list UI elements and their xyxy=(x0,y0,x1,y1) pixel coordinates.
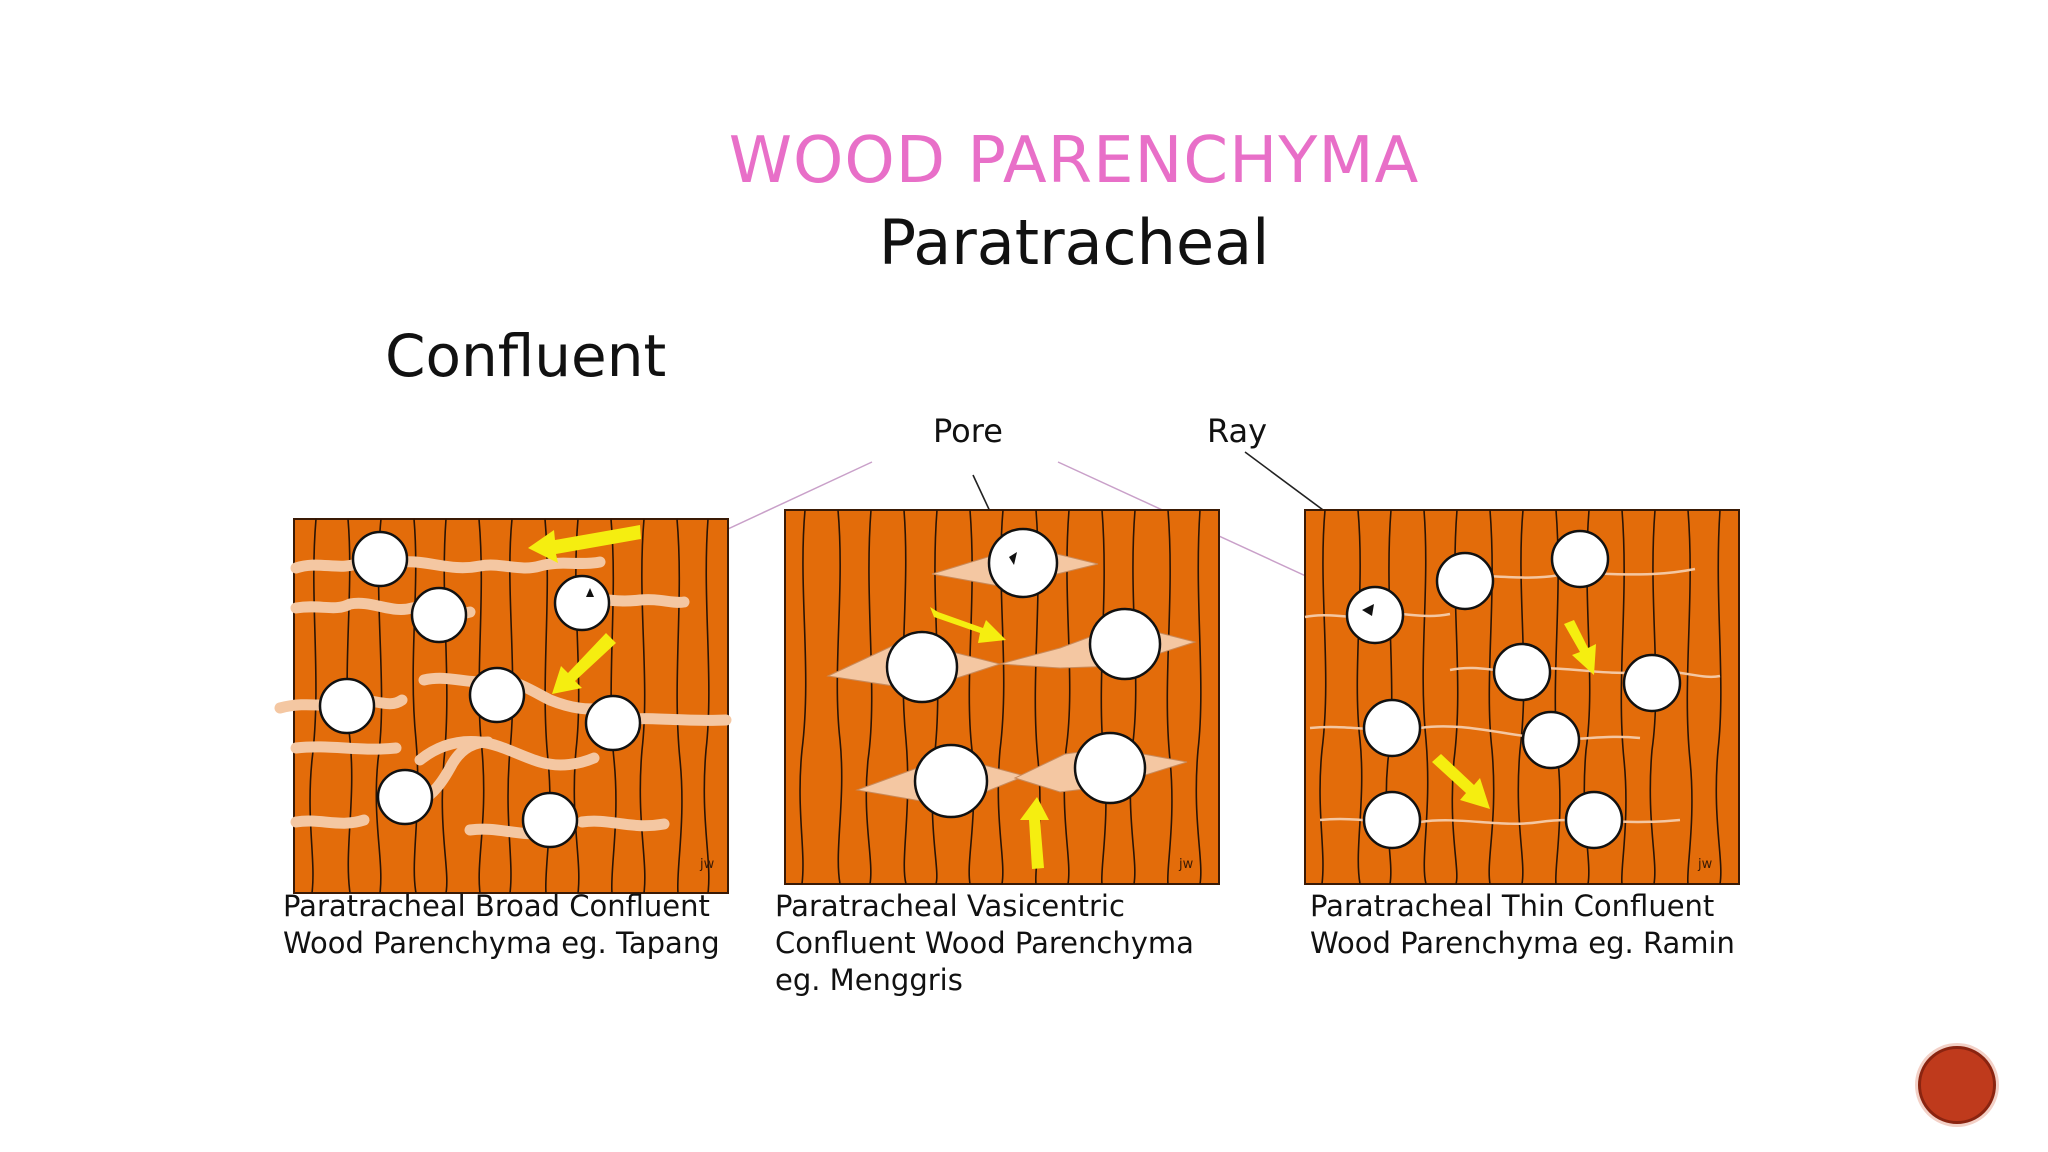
caption-line: Paratracheal Broad Confluent xyxy=(283,888,720,925)
signature-mark: jw xyxy=(1697,857,1713,872)
caption-line: Wood Parenchyma eg. Tapang xyxy=(283,925,720,962)
signature-mark: jw xyxy=(699,857,715,872)
panel-thin-confluent: jw xyxy=(1305,510,1739,884)
slide-nav-button[interactable] xyxy=(1918,1046,1996,1124)
caption-broad-confluent: Paratracheal Broad Confluent Wood Parenc… xyxy=(283,888,720,962)
caption-line: Confluent Wood Parenchyma xyxy=(775,925,1194,962)
panel-broad-confluent: jw xyxy=(280,519,728,893)
caption-line: Wood Parenchyma eg. Ramin xyxy=(1310,925,1735,962)
caption-thin-confluent: Paratracheal Thin Confluent Wood Parench… xyxy=(1310,888,1735,962)
caption-vasicentric-confluent: Paratracheal Vasicentric Confluent Wood … xyxy=(775,888,1194,999)
caption-line: eg. Menggris xyxy=(775,962,1194,999)
signature-mark: jw xyxy=(1178,857,1194,872)
caption-line: Paratracheal Vasicentric xyxy=(775,888,1194,925)
panel-vasicentric-confluent: jw xyxy=(785,510,1219,884)
caption-line: Paratracheal Thin Confluent xyxy=(1310,888,1735,925)
